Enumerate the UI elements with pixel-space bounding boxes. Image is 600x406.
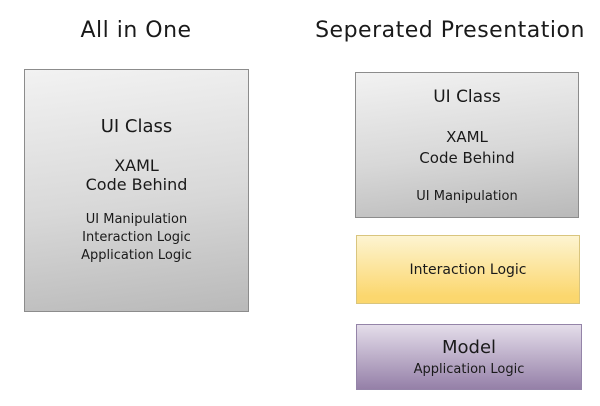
ui-class-box: UI Class XAML Code Behind UI Manipulatio… — [355, 72, 579, 218]
interaction-logic-box: Interaction Logic — [356, 235, 580, 304]
ui-class-label: UI Class — [100, 116, 173, 137]
xaml-label: XAML — [114, 156, 159, 175]
model-label: Model — [441, 336, 497, 358]
code-behind-label: Code Behind — [85, 175, 188, 194]
xaml-label: XAML — [446, 128, 488, 146]
interaction-logic-label: Interaction Logic — [409, 261, 527, 278]
application-logic-label: Application Logic — [81, 248, 192, 263]
code-behind-label: Code Behind — [419, 149, 515, 167]
ui-manipulation-label: UI Manipulation — [85, 212, 188, 227]
application-logic-label: Application Logic — [413, 361, 525, 377]
all-in-one-box: UI Class XAML Code Behind UI Manipulatio… — [24, 69, 249, 312]
model-box: Model Application Logic — [356, 324, 582, 390]
right-column-title: Seperated Presentation — [315, 18, 585, 43]
interaction-logic-label: Interaction Logic — [82, 230, 191, 245]
ui-manipulation-label: UI Manipulation — [416, 189, 518, 204]
left-column-title: All in One — [80, 18, 192, 43]
ui-class-label: UI Class — [433, 87, 501, 107]
